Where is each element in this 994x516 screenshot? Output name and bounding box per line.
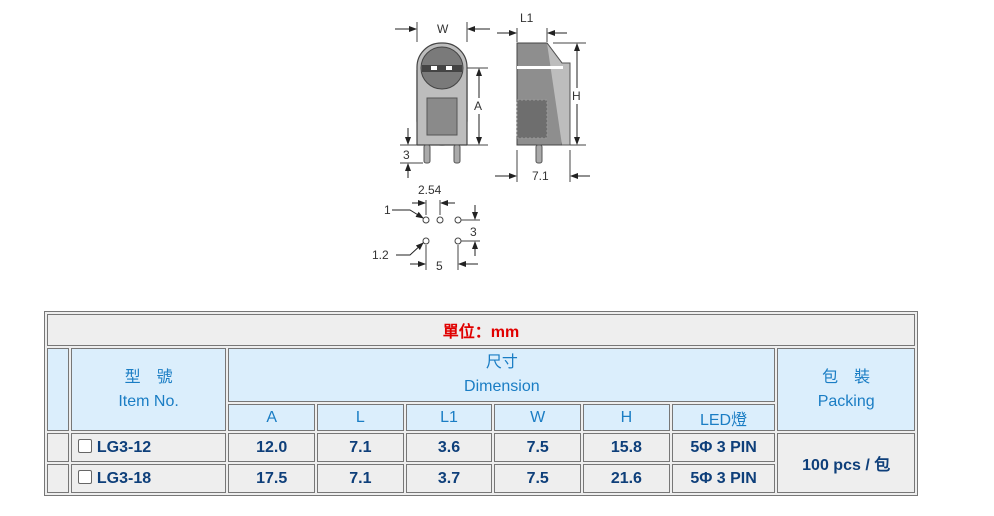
dim-label-5: 5 xyxy=(436,259,443,273)
header-row-1: 型 號 Item No. 尺寸 Dimension 包 裝 Packing xyxy=(47,348,915,431)
dim-label-l1: L1 xyxy=(520,11,534,25)
table-row: LG3-12 12.0 7.1 3.6 7.5 15.8 5Φ 3 PIN 10… xyxy=(47,433,915,493)
dim-label-3: 3 xyxy=(403,148,410,162)
item-number: LG3-18 xyxy=(96,469,152,487)
packing-header: 包 裝 Packing xyxy=(777,348,915,431)
item-cell[interactable]: LG3-18 xyxy=(70,464,227,493)
select-checkbox[interactable] xyxy=(77,469,92,484)
value-led: 5Φ 3 PIN xyxy=(671,433,776,462)
dim-label-3-pin: 3 xyxy=(470,225,477,239)
value-h: 21.6 xyxy=(583,464,670,493)
table-row: LG3-18 17.5 7.1 3.7 7.5 21.6 5Φ 3 PIN xyxy=(47,464,915,493)
value-a: 17.5 xyxy=(228,464,316,493)
dim-label-pin1: 1 xyxy=(384,203,391,217)
column-header-w: W xyxy=(494,404,582,431)
value-h: 15.8 xyxy=(583,433,670,462)
dim-label-w: W xyxy=(437,22,449,36)
technical-drawing: W A 3 L1 xyxy=(372,11,590,273)
spec-table: 單位：mm 型 號 Item No. 尺寸 Dimension 包 裝 Pack… xyxy=(44,311,918,496)
dimension-header-zh: 尺寸 xyxy=(485,354,518,371)
value-led: 5Φ 3 PIN xyxy=(671,464,776,493)
unit-label: 單位：mm xyxy=(47,314,915,346)
dim-label-hole: 1.2 xyxy=(372,248,389,262)
packing-header-en: Packing xyxy=(817,392,875,410)
select-checkbox[interactable] xyxy=(77,438,92,453)
value-w: 7.5 xyxy=(494,464,582,493)
dimension-header: 尺寸 Dimension xyxy=(228,348,776,402)
pin-layout: 2.54 1 3 1.2 5 xyxy=(372,183,480,273)
front-view: W A 3 xyxy=(395,22,490,178)
dimension-header-en: Dimension xyxy=(464,378,540,395)
value-l1: 3.6 xyxy=(405,433,493,462)
item-no-header: 型 號 Item No. xyxy=(70,348,227,431)
item-cell[interactable]: LG3-12 xyxy=(70,433,227,462)
header-row-2: A L L1 W H LED燈 xyxy=(47,404,915,431)
dim-label-pitch: 2.54 xyxy=(418,183,442,197)
value-l: 7.1 xyxy=(317,433,404,462)
value-l: 7.1 xyxy=(317,464,404,493)
dim-label-7-1: 7.1 xyxy=(532,169,549,183)
item-no-header-zh: 型 號 xyxy=(124,368,173,386)
value-w: 7.5 xyxy=(494,433,582,462)
unit-row: 單位：mm xyxy=(47,314,915,346)
row-spacer xyxy=(47,464,69,493)
column-header-l: L xyxy=(317,404,404,431)
item-no-header-en: Item No. xyxy=(118,392,179,410)
value-a: 12.0 xyxy=(228,433,316,462)
column-header-l1: L1 xyxy=(405,404,493,431)
select-column-header xyxy=(47,348,69,431)
value-l1: 3.7 xyxy=(405,464,493,493)
dim-label-h: H xyxy=(572,89,581,103)
packing-header-zh: 包 裝 xyxy=(822,368,871,386)
packing-value: 100 pcs / 包 xyxy=(777,433,915,493)
column-header-h: H xyxy=(583,404,670,431)
side-view: L1 H 7.1 xyxy=(495,11,590,183)
item-number: LG3-12 xyxy=(96,438,152,456)
column-header-led: LED燈 xyxy=(671,404,776,431)
row-spacer xyxy=(47,433,69,462)
led-holder-dimension-diagram: W A 3 L1 xyxy=(360,0,600,280)
column-header-a: A xyxy=(228,404,316,431)
dim-label-a: A xyxy=(474,99,482,113)
